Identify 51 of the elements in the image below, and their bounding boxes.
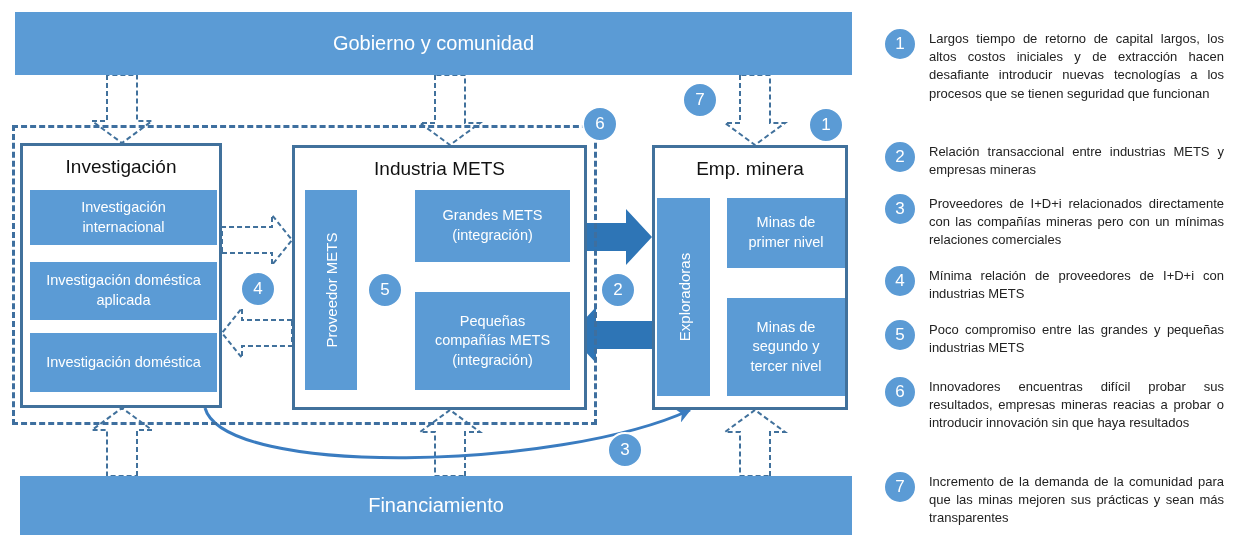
box-label: Pequeñas compañías METS (integración) — [433, 311, 552, 370]
badge-number: 6 — [595, 114, 605, 134]
banner-bar — [20, 476, 852, 535]
container-box — [652, 145, 848, 410]
badge-number: 4 — [253, 279, 263, 299]
container-box — [292, 145, 587, 410]
note-text: Largos tiempo de retorno de capital largos, los altos costos iniciales y de extracción hacen desafiante introducir nuevas tecnologías a los procesos que se tienen seguridad que funcionan — [929, 30, 1224, 103]
box-label: Grandes METS (integración) — [441, 206, 544, 245]
note-text: Poco compromiso entre las grandes y pequeñas industrias METS — [929, 321, 1224, 358]
badge-number: 3 — [895, 199, 905, 219]
badge-number: 4 — [895, 271, 905, 291]
box-title: Industria METS — [373, 158, 506, 180]
badge-number: 6 — [895, 382, 905, 402]
process-box — [727, 198, 845, 268]
note-text: Relación transaccional entre industrias METS y empresas mineras — [929, 143, 1224, 180]
box-label: Exploradoras — [675, 252, 692, 342]
badge-number: 7 — [895, 477, 905, 497]
box-label: Financiamiento — [368, 494, 504, 517]
note-text: Incremento de la demanda de la comunidad para que las minas mejoren sus prácticas y sean más transparentes — [929, 473, 1224, 528]
box-label: Investigación internacional — [80, 197, 167, 237]
note-text: Mínima relación de proveedores de I+D+i con industrias METS — [929, 267, 1224, 304]
badge-number: 2 — [895, 147, 905, 167]
box-label: Investigación doméstica aplicada — [45, 271, 202, 310]
box-label: Minas de primer nivel — [747, 213, 825, 252]
badge-number: 5 — [380, 280, 390, 300]
process-box — [30, 333, 217, 392]
process-box — [30, 262, 217, 320]
process-box — [415, 190, 570, 262]
badge-number: 1 — [821, 115, 831, 135]
banner-bar — [15, 12, 852, 75]
process-box — [30, 190, 217, 245]
box-label: Proveedor METS — [322, 232, 340, 348]
dashed-group-frame — [12, 125, 597, 425]
box-label: Investigación doméstica — [45, 352, 202, 372]
process-box — [415, 292, 570, 390]
badge-number: 2 — [613, 280, 623, 300]
curved-arrow — [203, 407, 692, 460]
box-label: Minas de segundo y tercer nivel — [749, 317, 823, 376]
badge-number: 5 — [895, 325, 905, 345]
process-box — [305, 190, 357, 390]
box-title: Investigación — [64, 156, 178, 178]
container-box — [20, 143, 222, 408]
process-box — [657, 198, 710, 396]
badge-number: 7 — [695, 90, 705, 110]
note-text: Proveedores de I+D+i relacionados directamente con las compañías mineras pero con un mínimas relaciones comerciales — [929, 195, 1224, 250]
process-box — [727, 298, 845, 396]
box-label: Gobierno y comunidad — [332, 32, 535, 55]
badge-number: 3 — [620, 440, 630, 460]
badge-number: 1 — [895, 34, 905, 54]
box-title: Emp. minera — [695, 158, 805, 180]
note-text: Innovadores encuentras difícil probar sus resultados, empresas mineras reacias a probar o introducir innovación sin que haya resultados — [929, 378, 1224, 433]
